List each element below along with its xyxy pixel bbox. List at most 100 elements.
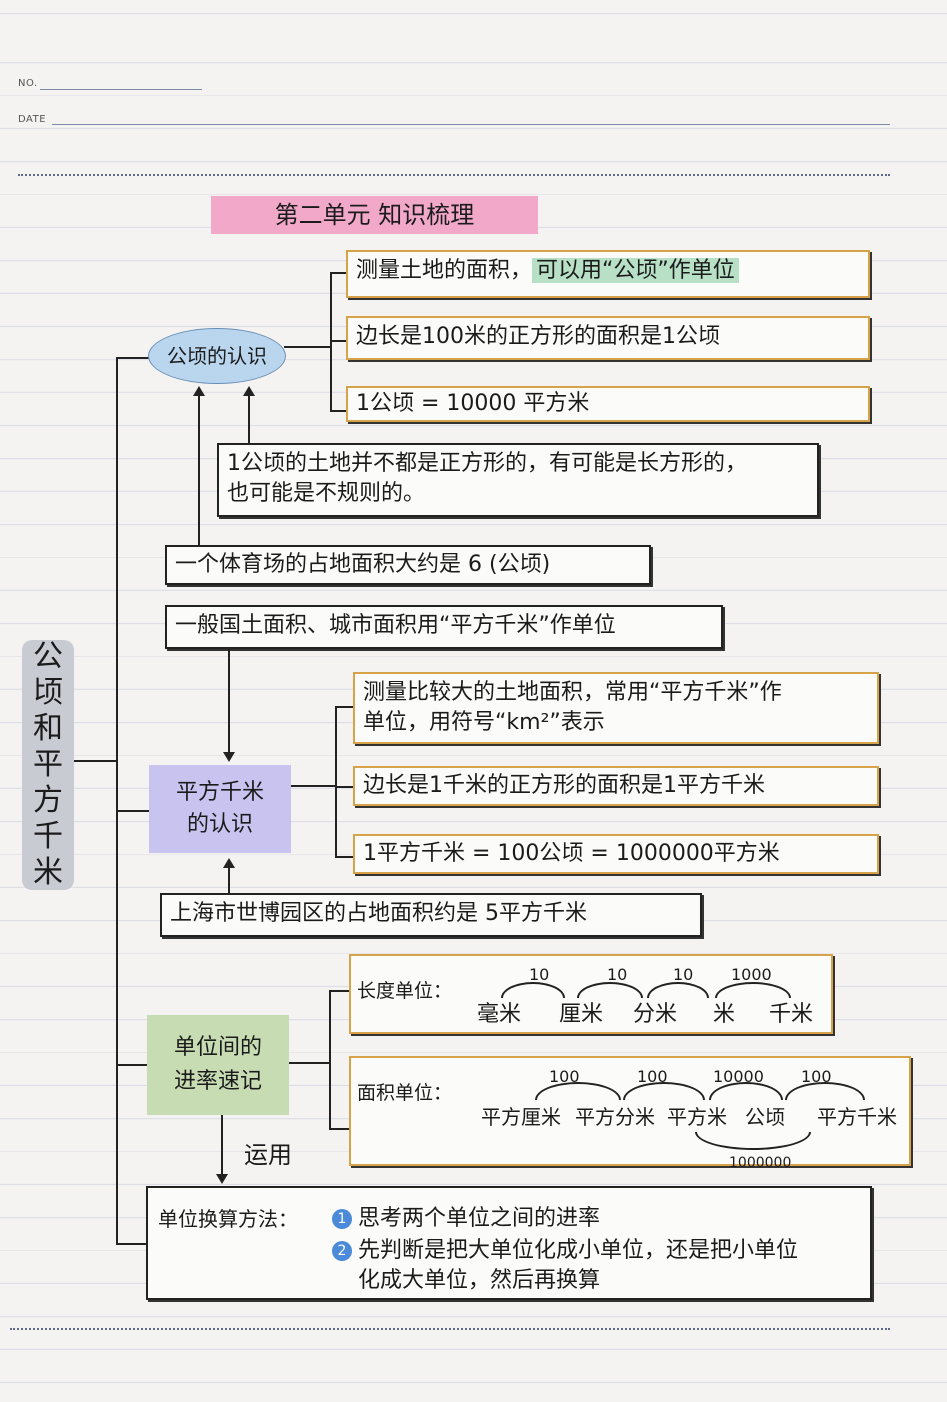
main-topic-char: 平 bbox=[33, 747, 63, 782]
sqkm-fact-1: 测量比较大的土地面积，常用“平方千米”作 单位，用符号“km²”表示 bbox=[353, 672, 879, 744]
connector bbox=[335, 786, 353, 788]
connector bbox=[116, 810, 150, 812]
main-topic-char: 和 bbox=[33, 711, 63, 746]
arrow-shaft bbox=[248, 394, 250, 443]
length-unit: 毫米 bbox=[477, 1002, 522, 1027]
main-topic-char: 千 bbox=[33, 819, 63, 854]
sqkm-example: 上海市世博园区的占地面积约是 5平方千米 bbox=[160, 893, 702, 937]
node-line: 进率速记 bbox=[173, 1069, 262, 1094]
area-unit: 平方厘米 bbox=[481, 1105, 561, 1129]
arrow-shaft bbox=[228, 866, 230, 893]
arrow-up-icon bbox=[193, 386, 205, 396]
area-unit: 平方千米 bbox=[817, 1105, 897, 1129]
connector bbox=[330, 410, 346, 412]
length-unit: 分米 bbox=[633, 1002, 678, 1027]
date-line bbox=[52, 124, 890, 125]
method-box: 单位换算方法： 1 思考两个单位之间的进率 2 先判断是把大单位化成小单位，还是把小… bbox=[146, 1186, 872, 1300]
arrow-down-icon bbox=[223, 752, 235, 762]
rate-label: 10 bbox=[673, 965, 694, 984]
step-text: 化成大单位，然后再换算 bbox=[358, 1268, 601, 1293]
connector bbox=[291, 785, 337, 787]
step-text: 思考两个单位之间的进率 bbox=[358, 1206, 601, 1231]
connector bbox=[116, 1243, 146, 1245]
connector bbox=[284, 346, 332, 348]
step-number-icon: 2 bbox=[332, 1241, 352, 1261]
connector bbox=[116, 1064, 148, 1066]
connector bbox=[74, 760, 118, 762]
usage-label: 运用 bbox=[244, 1141, 292, 1169]
hectare-example: 一个体育场的占地面积大约是 6 (公顷) bbox=[165, 545, 651, 585]
connector bbox=[329, 990, 349, 992]
hectare-node: 公顷的认识 bbox=[148, 328, 286, 384]
arrow-shaft bbox=[198, 394, 200, 545]
sqkm-node: 平方千米 的认识 bbox=[149, 765, 291, 853]
connector bbox=[330, 272, 346, 274]
rate-label: 1000 bbox=[731, 965, 772, 984]
sqkm-intro: 一般国土面积、城市面积用“平方千米”作单位 bbox=[165, 605, 723, 649]
method-step-2: 2 先判断是把大单位化成小单位，还是把小单位 化成大单位，然后再换算 bbox=[332, 1236, 798, 1296]
length-unit: 千米 bbox=[769, 1002, 814, 1027]
area-title: 面积单位： bbox=[357, 1082, 453, 1104]
length-title: 长度单位： bbox=[357, 980, 453, 1002]
rate-arc bbox=[785, 1082, 865, 1100]
arrow-up-icon bbox=[223, 858, 235, 868]
node-line: 平方千米 bbox=[175, 780, 264, 805]
arrow-down-icon bbox=[216, 1174, 228, 1184]
bracket bbox=[330, 272, 332, 412]
bracket bbox=[329, 990, 331, 1130]
node-line: 单位间的 bbox=[173, 1035, 262, 1060]
rate-arc bbox=[715, 982, 791, 998]
area-unit: 平方米 bbox=[667, 1105, 727, 1129]
rate-arc bbox=[647, 982, 709, 998]
hectare-note: 1公顷的土地并不都是正方形的，有可能是长方形的， 也可能是不规则的。 bbox=[217, 443, 819, 517]
fact-text: 测量土地的面积， bbox=[356, 258, 533, 283]
note-line: 1公顷的土地并不都是正方形的，有可能是长方形的， bbox=[227, 451, 747, 476]
date-label: DATE bbox=[18, 114, 47, 125]
area-unit: 平方分米 bbox=[575, 1105, 655, 1129]
step-number-icon: 1 bbox=[332, 1209, 352, 1229]
rate-arc bbox=[501, 982, 565, 998]
length-unit: 厘米 bbox=[559, 1002, 604, 1027]
connector bbox=[329, 1128, 349, 1130]
main-spine bbox=[116, 357, 118, 1245]
rate-arc bbox=[577, 982, 643, 998]
rate-label: 10 bbox=[607, 965, 628, 984]
rates-node: 单位间的 进率速记 bbox=[147, 1015, 289, 1115]
connector bbox=[330, 340, 346, 342]
rate-arc bbox=[623, 1082, 705, 1100]
length-units-box: 长度单位： 10 10 10 1000 毫米 厘米 分米 米 千米 bbox=[349, 954, 833, 1034]
connector bbox=[335, 706, 353, 708]
main-topic-char: 方 bbox=[33, 783, 63, 818]
length-unit: 米 bbox=[713, 1002, 736, 1027]
main-topic-char: 顷 bbox=[33, 675, 63, 710]
method-step-1: 1 思考两个单位之间的进率 bbox=[332, 1204, 600, 1234]
arrow-shaft bbox=[221, 1115, 223, 1175]
area-units-box: 面积单位： 100 100 10000 100 平方厘米 平方分米 平方米 公顷… bbox=[349, 1056, 911, 1171]
header-divider bbox=[18, 174, 890, 176]
main-topic: 公 顷 和 平 方 千 米 bbox=[22, 639, 74, 890]
connector bbox=[116, 357, 150, 359]
main-topic-char: 公 bbox=[33, 639, 63, 674]
note-line: 也可能是不规则的。 bbox=[227, 481, 426, 506]
connector bbox=[335, 856, 353, 858]
rate-arc bbox=[535, 1082, 621, 1100]
hectare-fact-1: 测量土地的面积，可以用“公顷”作单位 bbox=[346, 250, 870, 298]
method-title: 单位换算方法： bbox=[158, 1207, 298, 1231]
fact-line: 单位，用符号“km²”表示 bbox=[363, 710, 605, 735]
fact-highlight: 可以用“公顷”作单位 bbox=[532, 258, 739, 283]
hectare-fact-2: 边长是100米的正方形的面积是1公顷 bbox=[346, 316, 870, 360]
sqkm-fact-3: 1平方千米 = 100公顷 = 1000000平方米 bbox=[353, 834, 879, 874]
rate-label: 1000000 bbox=[729, 1155, 792, 1171]
page-title: 第二单元 知识梳理 bbox=[211, 196, 538, 234]
step-text: 先判断是把大单位化成小单位，还是把小单位 bbox=[358, 1238, 799, 1263]
footer-divider bbox=[10, 1328, 890, 1330]
arrow-shaft bbox=[228, 649, 230, 753]
fact-line: 测量比较大的土地面积，常用“平方千米”作 bbox=[363, 680, 782, 705]
node-line: 的认识 bbox=[186, 812, 253, 837]
no-line bbox=[40, 89, 202, 90]
arrow-up-icon bbox=[243, 386, 255, 396]
connector bbox=[289, 1062, 331, 1064]
hectare-fact-3: 1公顷 = 10000 平方米 bbox=[346, 386, 870, 422]
no-label: NO. bbox=[18, 78, 38, 89]
rate-label: 10 bbox=[529, 965, 550, 984]
